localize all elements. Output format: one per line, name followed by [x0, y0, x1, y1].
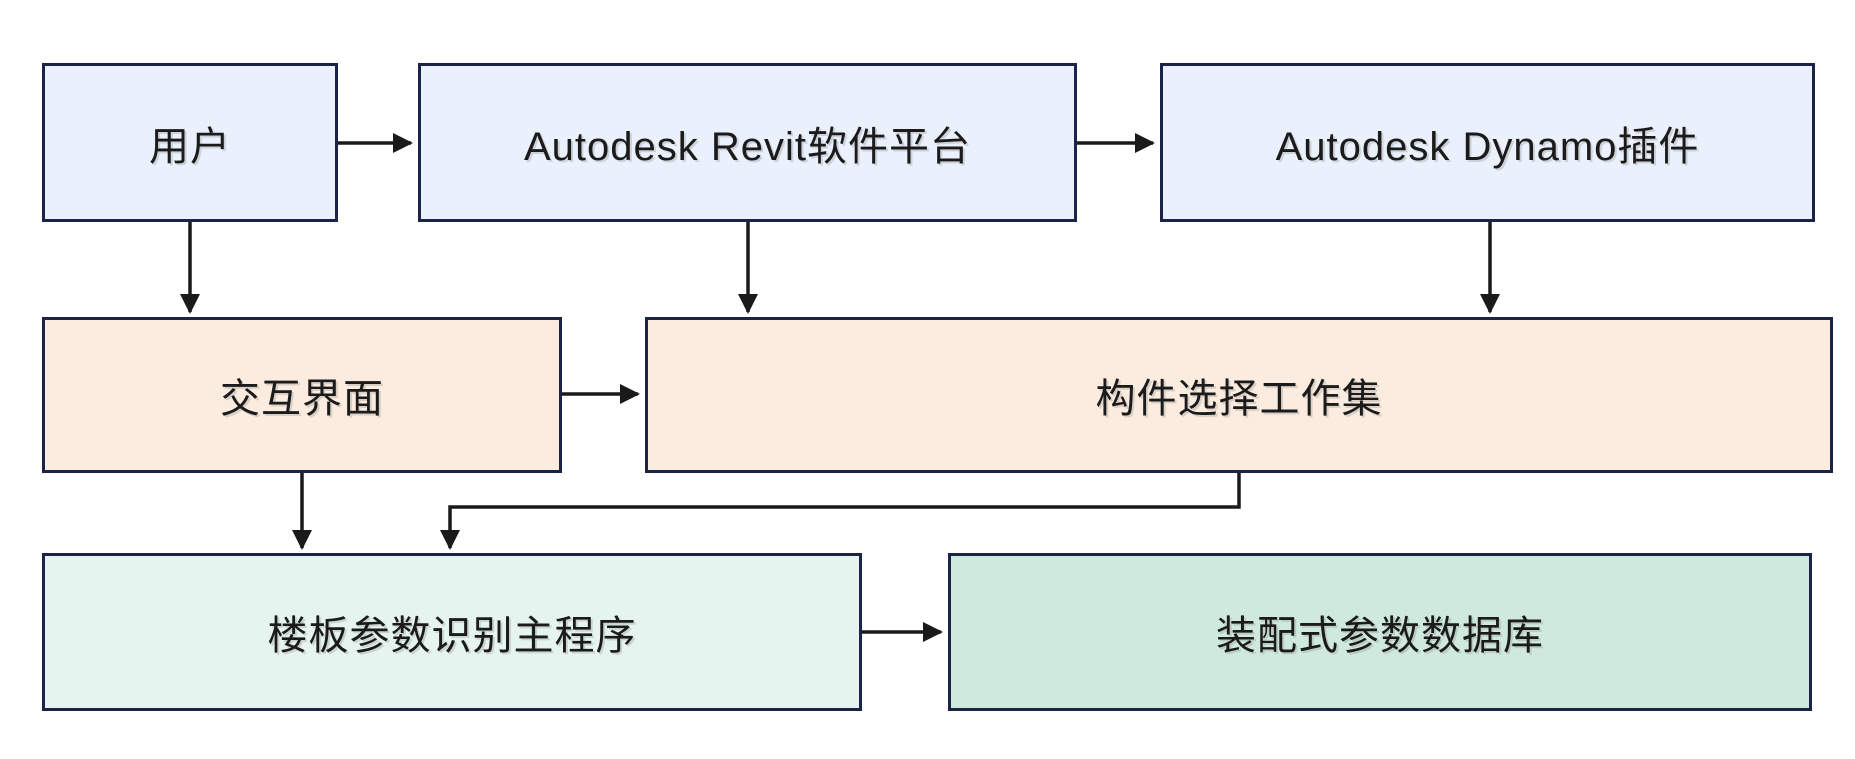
- node-floor-parameter-main-program-label: 楼板参数识别主程序: [267, 614, 637, 658]
- node-prefab-parameter-database-label: 装配式参数数据库: [1216, 614, 1544, 658]
- node-user-label: 用户: [149, 124, 231, 169]
- node-component-selection-workset-label: 构件选择工作集: [1095, 377, 1383, 421]
- node-dynamo-plugin-label: Autodesk Dynamo插件: [1275, 124, 1700, 169]
- node-interactive-ui-label: 交互界面: [220, 377, 384, 421]
- arrow-workset-to-main: [440, 473, 1241, 550]
- node-prefab-parameter-database: 装配式参数数据库: [948, 553, 1812, 711]
- node-floor-parameter-main-program: 楼板参数识别主程序: [42, 553, 862, 711]
- node-dynamo-plugin: Autodesk Dynamo插件: [1160, 63, 1815, 222]
- node-interactive-ui: 交互界面: [42, 317, 562, 473]
- node-user: 用户: [42, 63, 338, 222]
- node-component-selection-workset: 构件选择工作集: [645, 317, 1833, 473]
- node-revit-platform: Autodesk Revit软件平台: [418, 63, 1077, 222]
- node-revit-platform-label: Autodesk Revit软件平台: [523, 124, 972, 169]
